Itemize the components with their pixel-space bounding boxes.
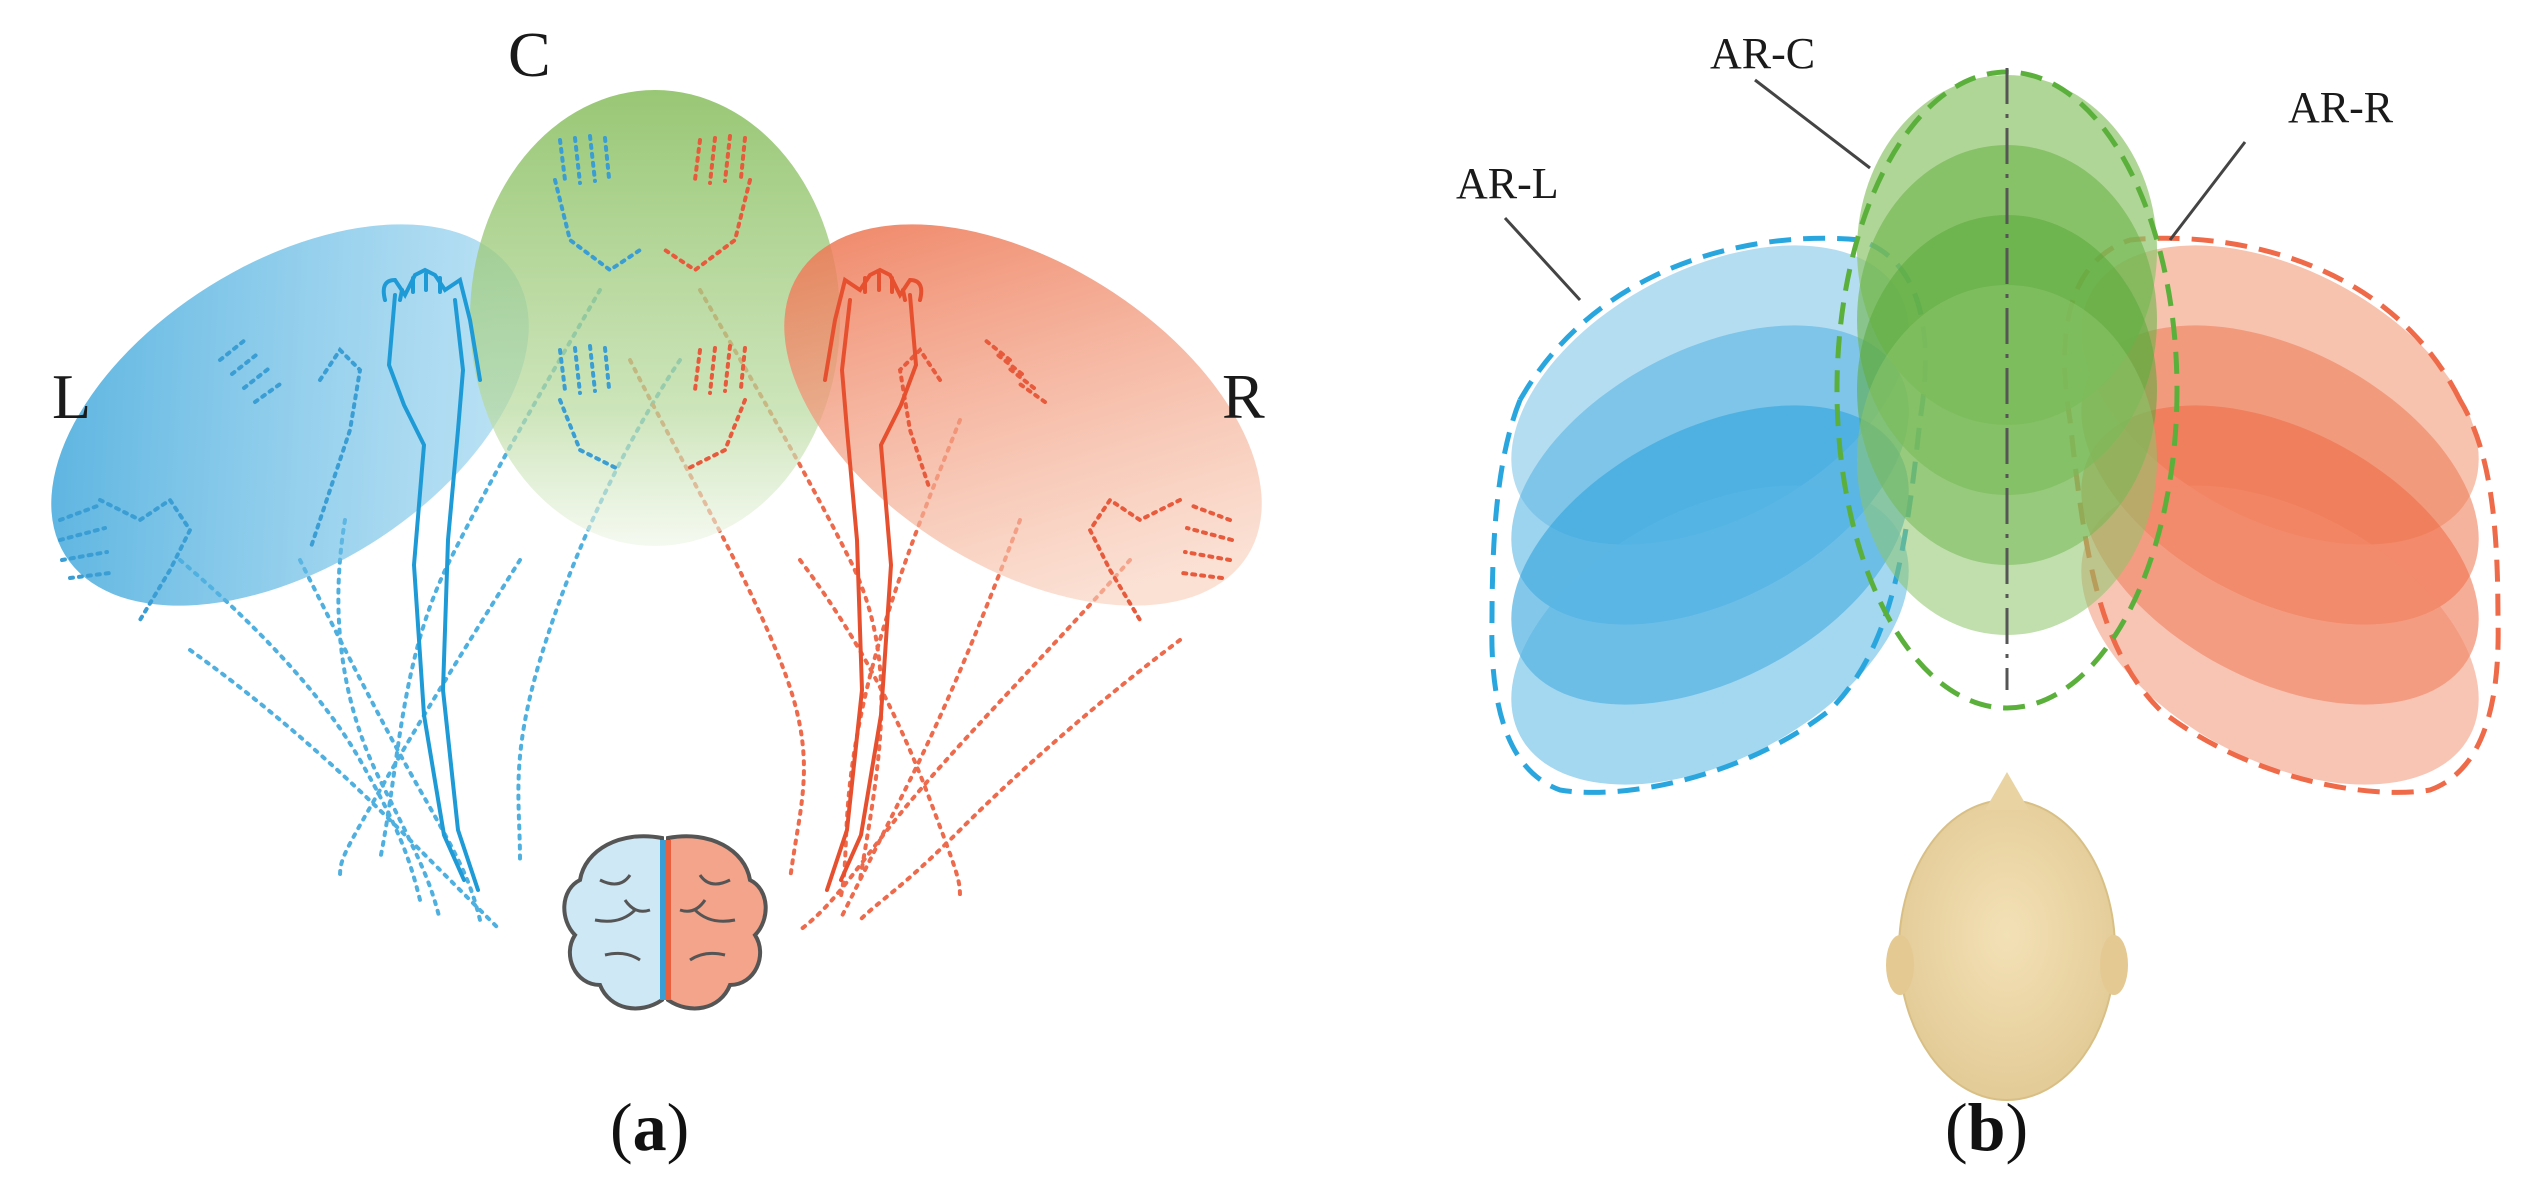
hand-outlines-right [663,134,1234,622]
brain-icon [562,834,768,1011]
leader-ar-c [1754,78,1871,170]
label-right: R [1222,361,1265,432]
workspace-center-ellipse [470,90,840,546]
caption-a: (a) [610,1089,689,1165]
region-left-boundary [1489,235,1928,795]
solid-arm-right [823,267,924,892]
arm-traces-right [628,288,1182,932]
head-icon [1886,772,2128,1101]
label-ar-r: AR-R [2288,83,2394,132]
workspace-right-ellipse [784,224,1262,606]
label-center: C [508,19,551,90]
panel-b: AR-C AR-L AR-R (b) [1456,29,2501,1165]
region-left-ellipses [1511,245,1909,785]
region-right-ellipses [2081,245,2479,785]
label-ar-c: AR-C [1710,29,1815,78]
panel-a: L C R (a) [51,19,1265,1165]
label-ar-l: AR-L [1456,159,1559,208]
caption-b: (b) [1945,1089,2028,1165]
hand-outlines-left [58,134,642,622]
leader-ar-r [2168,141,2247,241]
workspace-left-ellipse [51,224,529,606]
label-left: L [52,361,91,432]
solid-arm-left [381,267,482,892]
leader-ar-l [1503,216,1582,302]
